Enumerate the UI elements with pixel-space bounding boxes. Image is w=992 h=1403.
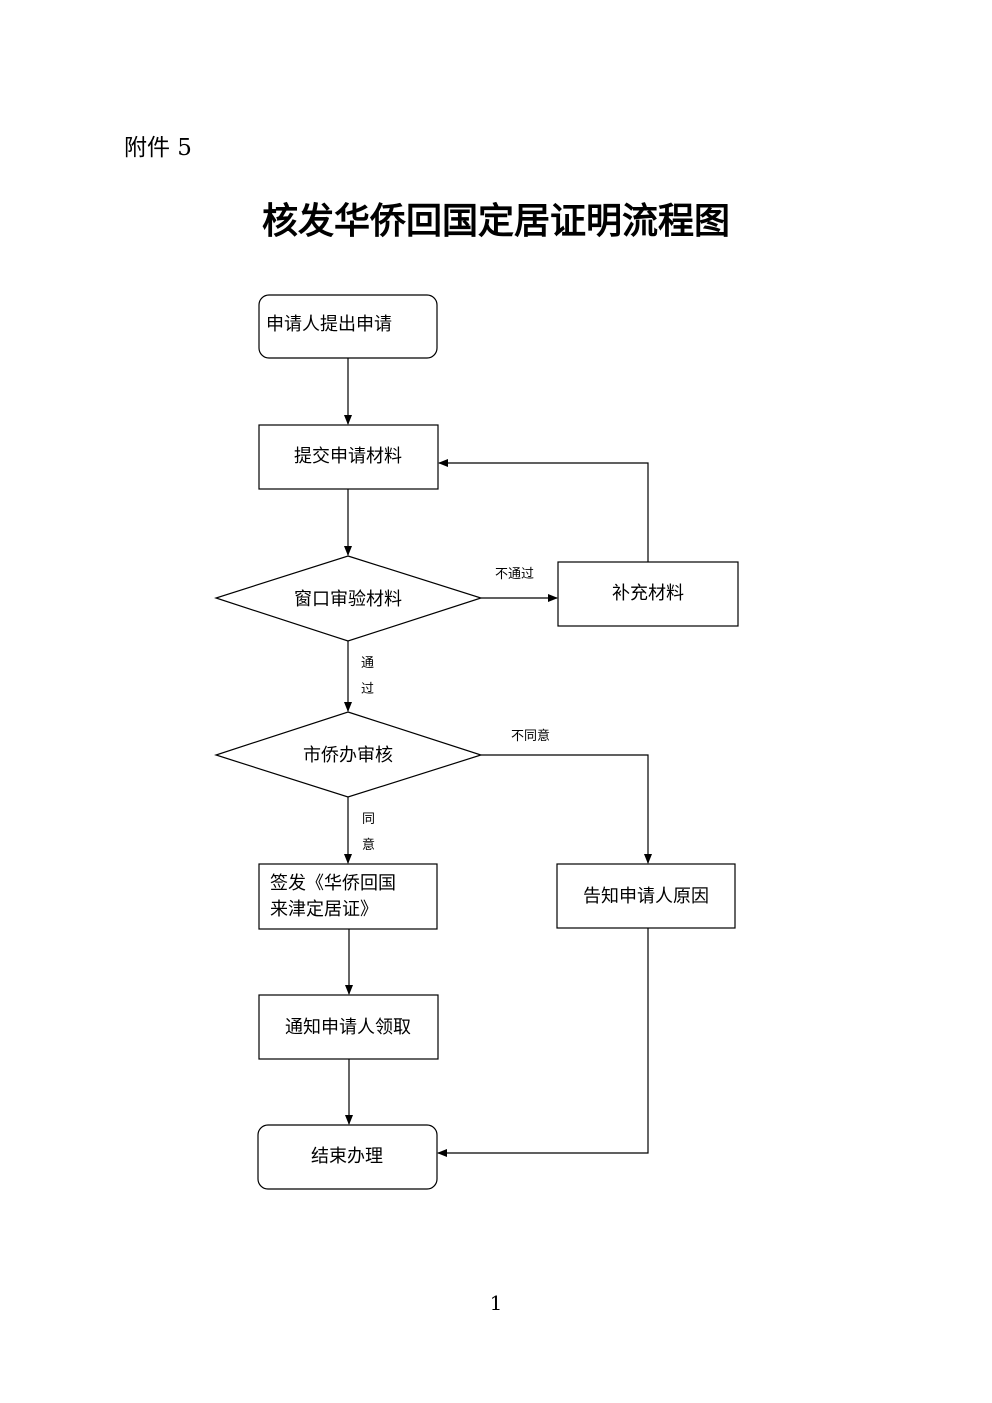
- node-city-review-label: 市侨办审核: [303, 745, 393, 766]
- node-supplement-label: 补充材料: [612, 583, 684, 604]
- edge-label-pass-2: 过: [361, 682, 374, 697]
- node-issue-certificate: 签发《华侨回国 来津定居证》: [258, 863, 438, 930]
- node-city-review: 市侨办审核: [214, 711, 483, 798]
- node-apply: 申请人提出申请: [258, 294, 438, 359]
- node-notify-reason-label: 告知申请人原因: [583, 886, 709, 907]
- node-window-review-label: 窗口审验材料: [294, 589, 402, 610]
- node-notify-collect: 通知申请人领取: [258, 994, 439, 1060]
- edge-label-disagree: 不同意: [511, 728, 550, 744]
- node-issue-label-line1: 签发《华侨回国: [270, 873, 396, 894]
- node-supplement-materials: 补充材料: [557, 561, 739, 627]
- edge-city-review-to-notify-reason: [481, 754, 652, 864]
- node-end: 结束办理: [257, 1124, 438, 1190]
- node-window-review: 窗口审验材料: [214, 555, 483, 642]
- edge-supplement-to-submit: [438, 459, 649, 562]
- edge-label-agree-2: 意: [362, 837, 375, 853]
- attachment-label: 附件 5: [124, 135, 192, 161]
- node-notify-reason: 告知申请人原因: [556, 863, 736, 929]
- edge-notify-reason-to-end: [437, 928, 649, 1157]
- page-title: 核发华侨回国定居证明流程图: [261, 200, 730, 242]
- node-notify-collect-label: 通知申请人领取: [285, 1017, 411, 1038]
- node-end-label: 结束办理: [311, 1146, 383, 1167]
- edge-label-not-pass: 不通过: [495, 567, 534, 582]
- node-submit-materials: 提交申请材料: [258, 424, 439, 490]
- node-issue-label-line2: 来津定居证》: [270, 899, 378, 920]
- edge-label-pass-1: 通: [361, 656, 374, 671]
- node-apply-label: 申请人提出申请: [266, 314, 392, 335]
- page-number: 1: [489, 1291, 503, 1315]
- edge-label-agree-1: 同: [362, 812, 375, 827]
- node-submit-label: 提交申请材料: [294, 446, 402, 467]
